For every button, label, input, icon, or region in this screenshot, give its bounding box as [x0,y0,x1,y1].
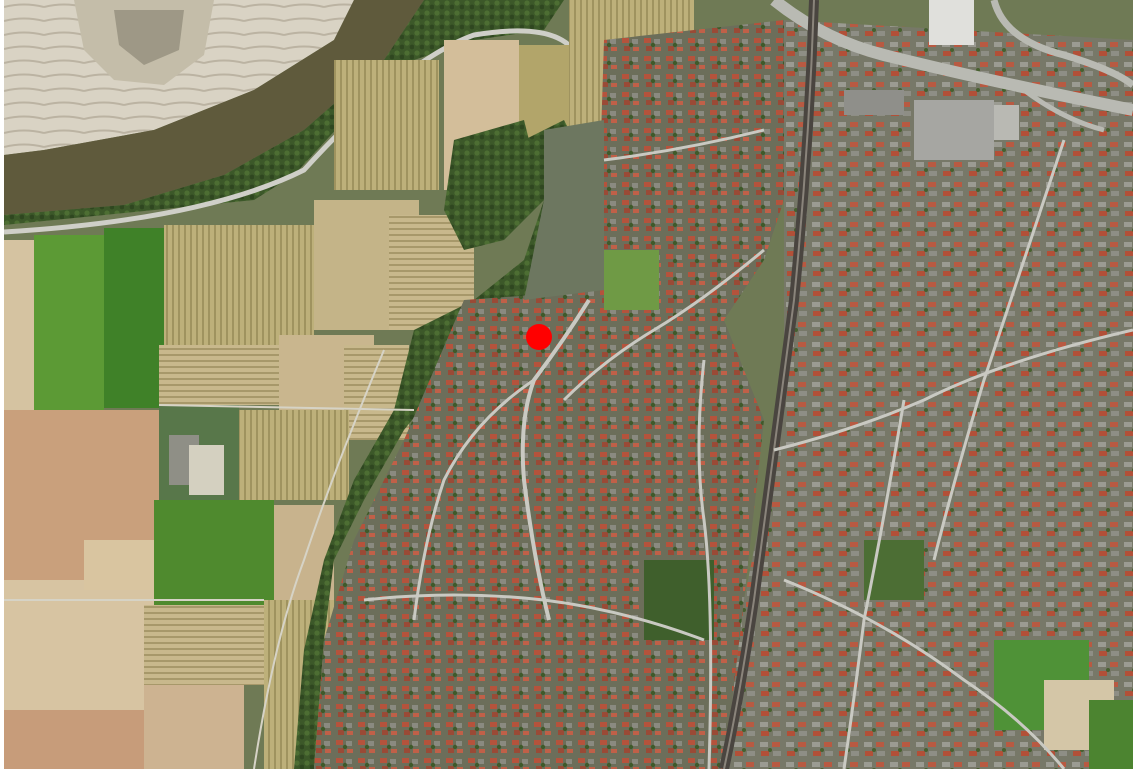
satellite-map[interactable] [4,0,1133,769]
satellite-image [4,0,1133,769]
location-marker-icon[interactable] [526,324,552,350]
